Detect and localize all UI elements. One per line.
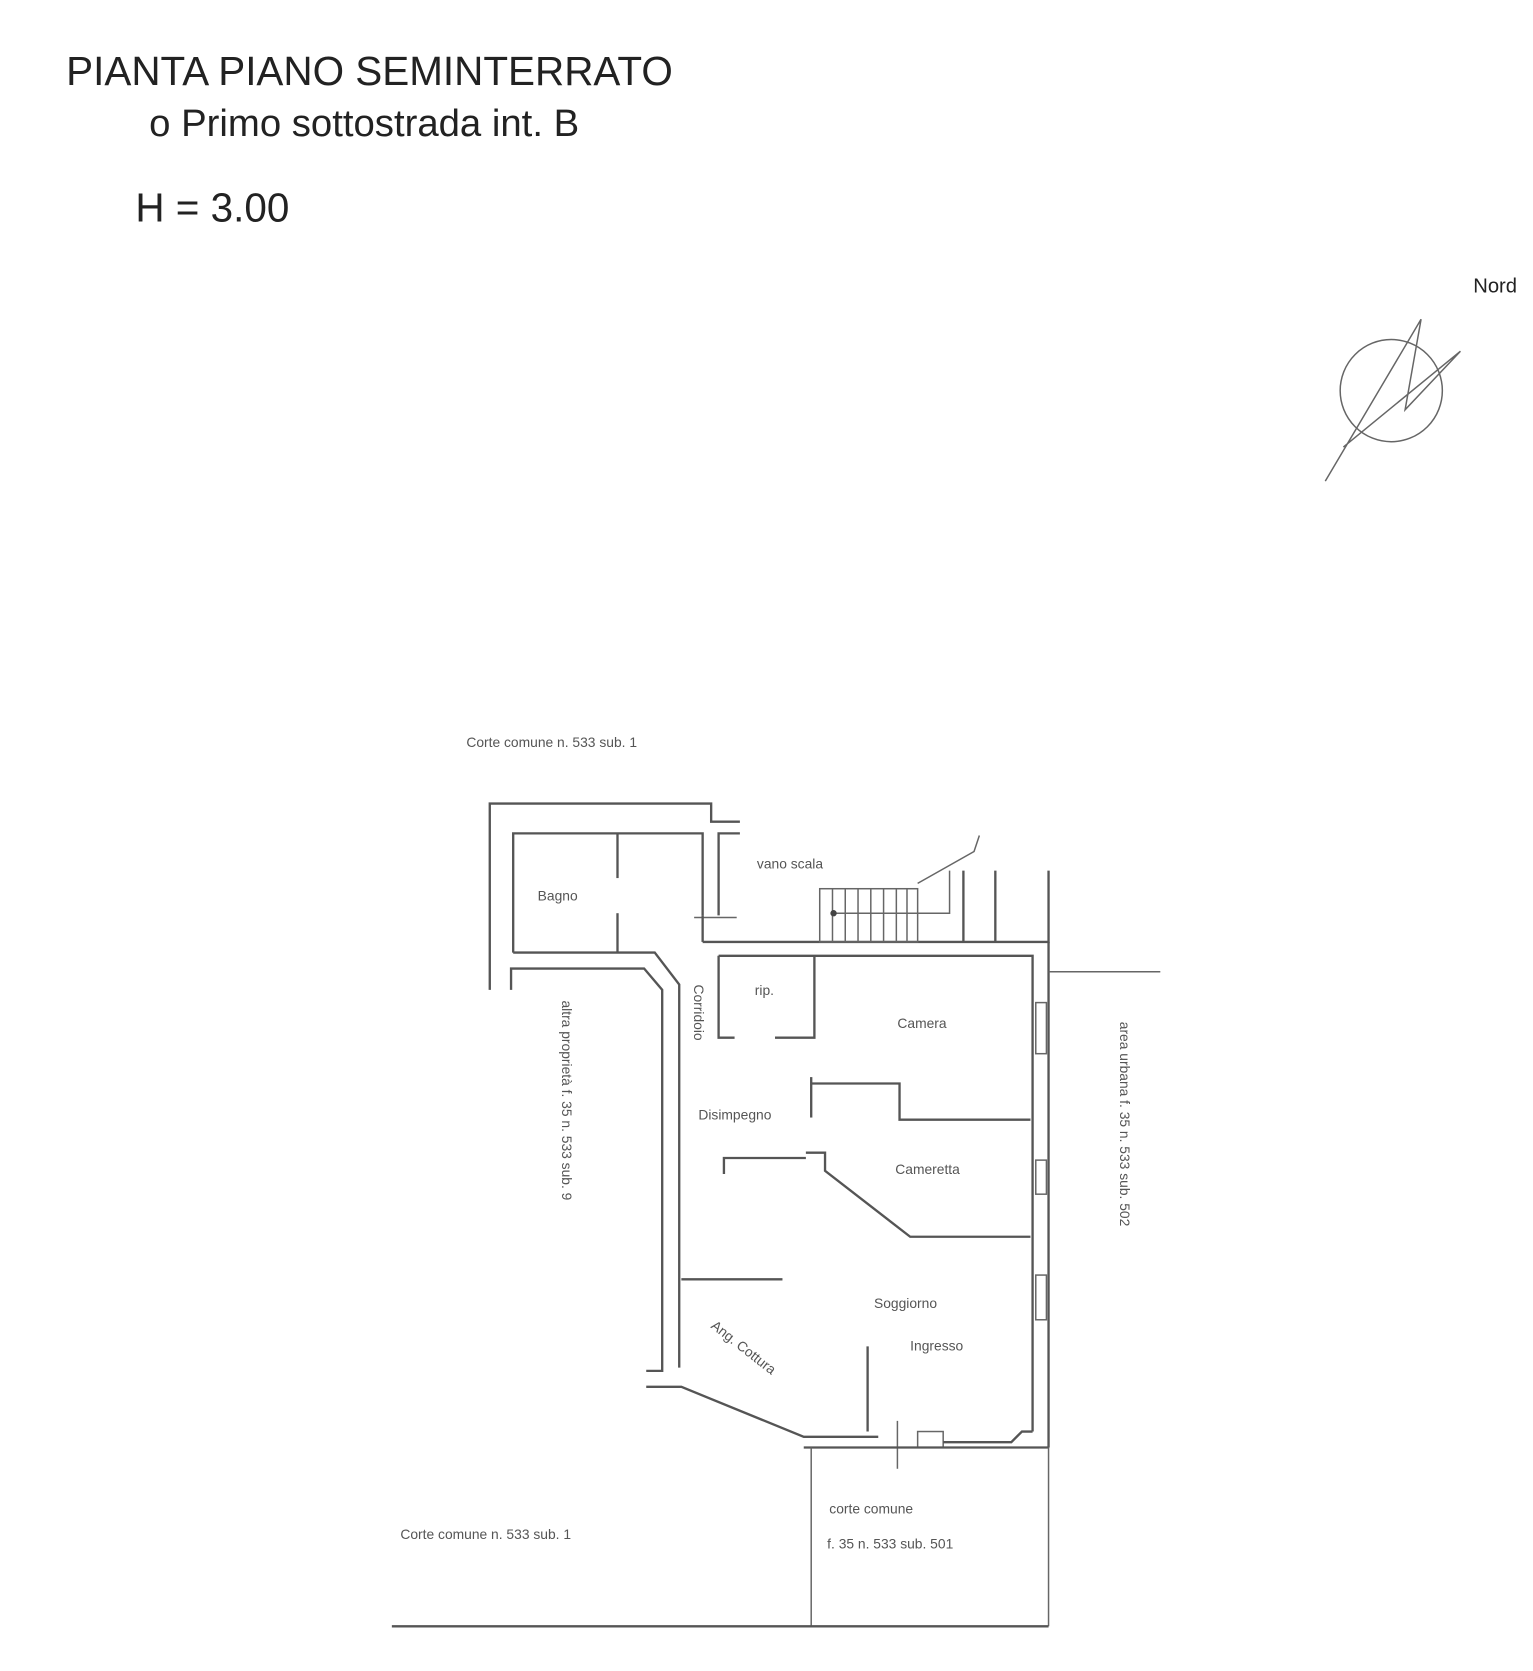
label-right-property: area urbana f. 35 n. 533 sub. 502 (1117, 1022, 1133, 1227)
room-camera: Camera (897, 1015, 946, 1031)
label-left-property: altra proprietà f. 35 n. 533 sub. 9 (559, 1000, 575, 1200)
room-cameretta: Cameretta (895, 1161, 960, 1177)
room-soggiorno: Soggiorno (874, 1295, 937, 1311)
staircase (818, 835, 981, 943)
north-arrow-icon (1324, 318, 1461, 482)
label-corte-bottom: Corte comune n. 533 sub. 1 (400, 1526, 571, 1542)
plan-title: PIANTA PIANO SEMINTERRATO (66, 48, 673, 94)
north-label: Nord (1473, 276, 1517, 298)
room-vano-scala: vano scala (757, 855, 823, 871)
room-ingresso: Ingresso (910, 1338, 963, 1354)
room-disimpegno: Disimpegno (698, 1107, 771, 1123)
room-rip: rip. (755, 982, 774, 998)
label-courtyard-1: corte comune (829, 1500, 913, 1516)
room-ang-cottura: Ang. Cottura (708, 1317, 779, 1378)
room-corridoio: Corridoio (691, 985, 707, 1041)
walls (391, 802, 1161, 1628)
ceiling-height: H = 3.00 (135, 184, 289, 230)
label-corte-top: Corte comune n. 533 sub. 1 (466, 734, 637, 750)
room-bagno: Bagno (538, 887, 578, 903)
label-courtyard-2: f. 35 n. 533 sub. 501 (827, 1536, 953, 1552)
plan-subtitle: o Primo sottostrada int. B (149, 102, 579, 145)
